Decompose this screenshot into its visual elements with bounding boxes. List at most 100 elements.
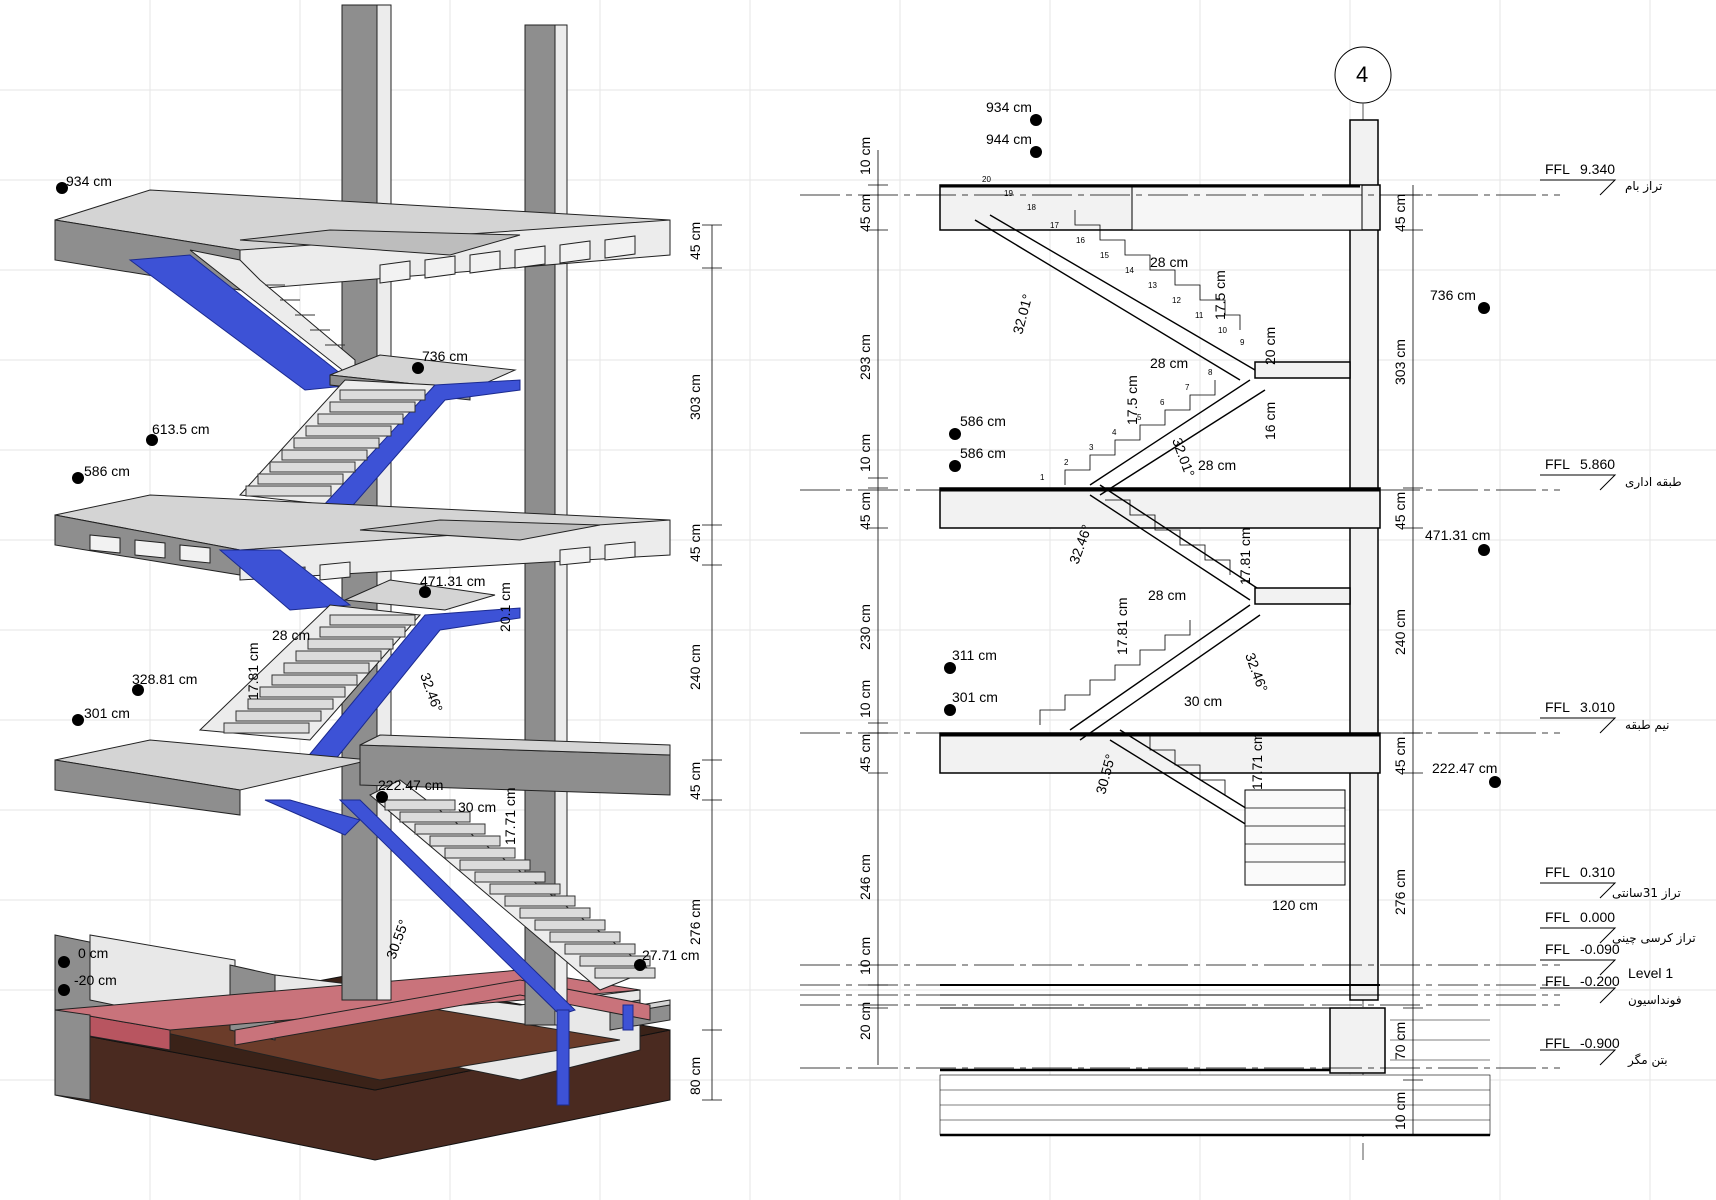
sec-tag-586a: 586 cm: [960, 413, 1006, 429]
section-column: [1349, 119, 1379, 1001]
section-left-dims: [868, 150, 888, 1065]
upper-steps: [245, 389, 426, 497]
sec-right-0: 45 cm: [1392, 194, 1408, 232]
sec-landing-thk: 16 cm: [1262, 402, 1278, 440]
iso-tag-neg20: -20 cm: [74, 972, 117, 988]
stair-number: 16: [1076, 236, 1085, 245]
level-value: 0.310: [1580, 864, 1615, 880]
level-value: 9.340: [1580, 161, 1615, 177]
stair-number: 3: [1089, 443, 1094, 452]
level-ffl: FFL: [1545, 699, 1570, 715]
iso-tag-222: 222.47 cm: [378, 777, 443, 793]
level-name: فونداسیون: [1628, 993, 1682, 1008]
iso-tag-586: 586 cm: [84, 463, 130, 479]
level-name: تراز بام: [1625, 179, 1662, 194]
sec-left-5: 230 cm: [857, 604, 873, 650]
labels: 4 934 cm 736 cm 613.5 cm 586 cm 471.31 c…: [56, 62, 1696, 1130]
sec-riser-3: 17.81 cm: [1237, 527, 1253, 585]
stair-number: 11: [1195, 311, 1204, 320]
level-value: -0.900: [1580, 1035, 1620, 1051]
level-ffl: FFL: [1545, 161, 1570, 177]
sec-angle-2: 32.01°: [1169, 436, 1198, 480]
stair-number: 12: [1172, 296, 1181, 305]
sec-right-1: 303 cm: [1392, 339, 1408, 385]
level-value: -0.090: [1580, 941, 1620, 957]
sec-right-4: 45 cm: [1392, 737, 1408, 775]
level-name: بتن مگر: [1627, 1053, 1668, 1068]
level-name: نیم طبقه: [1625, 718, 1669, 732]
roof-opening: [239, 229, 521, 256]
stair-number: 2: [1064, 458, 1069, 467]
flight-mid-under: [218, 549, 352, 611]
level-ffl: FFL: [1545, 864, 1570, 880]
stair-number: 10: [1218, 326, 1227, 335]
stair-number: 14: [1125, 266, 1134, 275]
level-ffl: FFL: [1545, 456, 1570, 472]
iso-h-dim-2: 45 cm: [687, 524, 703, 562]
sec-tag-311: 311 cm: [952, 647, 997, 663]
iso-dim-angle-a: 32.46°: [417, 671, 446, 715]
section-lower-block: [1244, 789, 1346, 886]
level-name: تراز کرسی چینی: [1612, 931, 1696, 946]
iso-tag-301: 301 cm: [84, 705, 130, 721]
iso-dim-riser-b: 20.1 cm: [497, 582, 513, 632]
stringer-post-b: [622, 1004, 634, 1031]
sec-width: 120 cm: [1272, 897, 1318, 913]
sec-right-5: 276 cm: [1392, 869, 1408, 915]
roof-steps: [265, 284, 345, 346]
iso-tag-0: 0 cm: [78, 945, 108, 961]
level-name: طبقه اداری: [1625, 475, 1682, 490]
stair-number: 6: [1160, 398, 1165, 407]
sec-left-8: 246 cm: [857, 854, 873, 900]
section-view: [800, 46, 1617, 1160]
sec-left-1: 45 cm: [857, 194, 873, 232]
iso-tag-markers: [56, 182, 646, 996]
iso-dim-riser-c: 17.71 cm: [502, 787, 518, 845]
stair-number: 18: [1027, 203, 1036, 212]
sec-angle-4: 32.46°: [1242, 651, 1271, 695]
level-value: 0.000: [1580, 909, 1615, 925]
section-floor-586: [939, 487, 1381, 529]
sec-top-934: 934 cm: [986, 99, 1032, 115]
stair-number: 4: [1112, 428, 1117, 437]
iso-h-dim-4: 45 cm: [687, 762, 703, 800]
level-value: 3.010: [1580, 699, 1615, 715]
sec-left-7: 45 cm: [857, 734, 873, 772]
sec-top-markers: [1030, 114, 1042, 158]
section-step-profiles: [1039, 210, 1241, 795]
isometric-view: [54, 4, 722, 1161]
level-name: Level 1: [1628, 965, 1673, 981]
section-landing-471: [1254, 587, 1351, 605]
stair-number: 8: [1208, 368, 1213, 377]
level-name: تراز 31سانتی: [1612, 886, 1681, 901]
stair-number: 20: [982, 175, 991, 184]
sec-riser-5: 17.71 cm: [1249, 732, 1265, 790]
flight-roof-steps: [189, 249, 356, 382]
sec-top-944: 944 cm: [986, 131, 1032, 147]
sec-right-3: 240 cm: [1392, 609, 1408, 655]
sec-tread-3: 28 cm: [1198, 457, 1236, 473]
sec-tag-markers: [944, 302, 1501, 788]
sec-right-2: 45 cm: [1392, 492, 1408, 530]
stair-number: 17: [1050, 221, 1059, 230]
sec-riser-4: 17.81 cm: [1114, 597, 1130, 655]
sec-tag-586b: 586 cm: [960, 445, 1006, 461]
lower-block-steps: [1245, 807, 1345, 863]
stair-number: 7: [1185, 383, 1190, 392]
soil-hatch: [939, 1019, 1491, 1137]
stair-number: 15: [1100, 251, 1109, 260]
level-value: 5.860: [1580, 456, 1615, 472]
stair-number: 13: [1148, 281, 1157, 290]
section-foundation: [1329, 1007, 1386, 1074]
foundation-left-wall: [54, 1009, 91, 1101]
sec-tread-1: 28 cm: [1150, 254, 1188, 270]
stair-number: 1: [1040, 473, 1045, 482]
floor-301-front: [54, 759, 241, 816]
iso-height-dims: [702, 224, 722, 1101]
sec-left-9: 10 cm: [857, 937, 873, 975]
iso-h-dim-1: 303 cm: [687, 374, 703, 420]
sec-angle-3: 32.46°: [1066, 522, 1095, 566]
sec-tread-5: 30 cm: [1184, 693, 1222, 709]
level-ffl: FFL: [1545, 973, 1570, 989]
level-lines: [800, 194, 1560, 1069]
